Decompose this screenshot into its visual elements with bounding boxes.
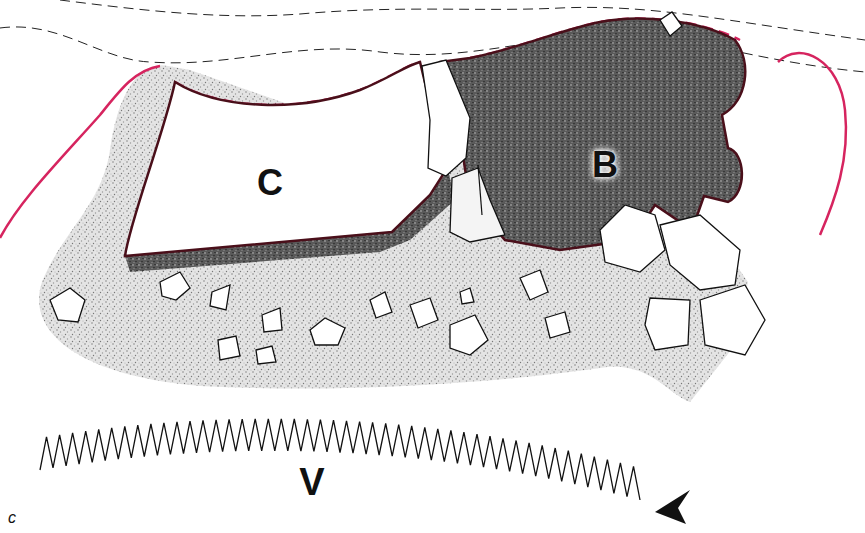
region-letter: B [592, 144, 618, 186]
figure-label: V [299, 461, 324, 504]
cave-chamber: C [120, 55, 455, 275]
region-outline [120, 55, 455, 275]
sediment-body: B [440, 5, 750, 260]
region-letter: C [257, 162, 283, 204]
sawtooth-line [40, 419, 640, 500]
figure-label: c [8, 509, 16, 527]
region-outline [440, 5, 750, 260]
